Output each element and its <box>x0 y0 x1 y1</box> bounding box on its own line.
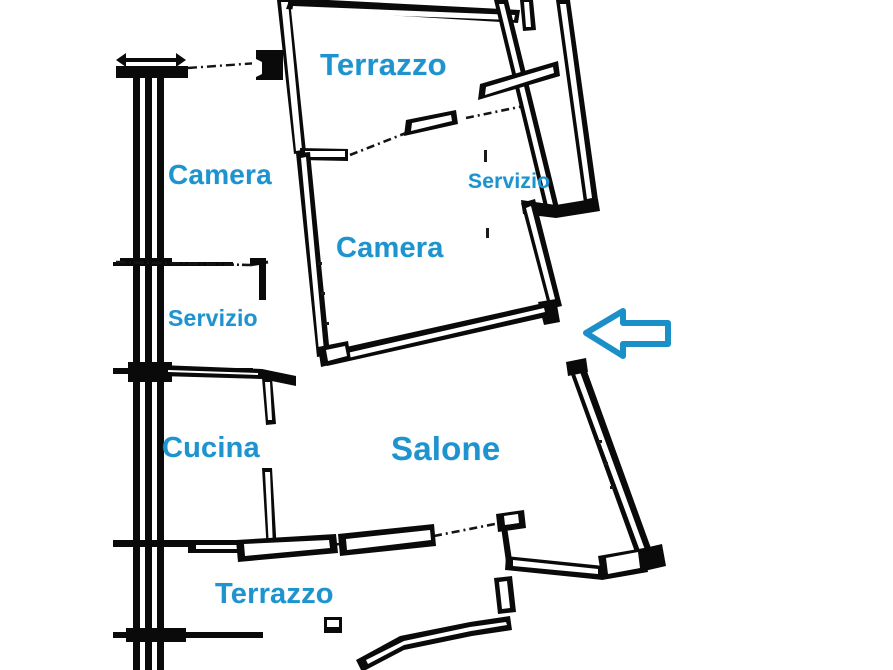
servizio-mid-stub <box>250 258 266 300</box>
room-label-terrazzo-top: Terrazzo <box>320 47 447 82</box>
camera-salone-divider-wall <box>318 302 551 367</box>
cucina-upper-wall <box>160 365 296 386</box>
room-label-camera-middle: Camera <box>336 232 444 264</box>
room-label-cucina: Cucina <box>162 432 260 464</box>
servizio-outer-zigzag-wall <box>521 199 600 218</box>
upper-left-thin-wall <box>187 61 259 70</box>
room-label-terrazzo-bottom: Terrazzo <box>215 578 334 610</box>
camera-left-slant-wall <box>296 152 330 357</box>
terrazzo-bottom-divider <box>349 104 525 157</box>
room-label-camera-top: Camera <box>168 159 272 190</box>
salone-bottom-wall <box>494 510 648 614</box>
room-label-servizio-top: Servizio <box>468 170 551 193</box>
arrow-left-icon <box>583 308 671 359</box>
terrazzo-top-walls <box>252 0 520 161</box>
room-label-servizio-middle: Servizio <box>168 305 258 331</box>
servizio-top-walls <box>478 0 598 203</box>
wall-texture-marks <box>318 150 614 489</box>
cucina-inner-stub <box>262 378 277 553</box>
salone-right-wall <box>566 358 666 572</box>
terrazzo-bottom-outer-wall <box>356 616 512 670</box>
room-label-salone: Salone <box>391 430 501 467</box>
terrazzo-camera-stub <box>404 110 458 136</box>
servizio-divider-wall <box>494 0 560 215</box>
terrazzo-bottom-stub-wall <box>236 524 436 562</box>
square-fixture-icon <box>324 617 342 633</box>
